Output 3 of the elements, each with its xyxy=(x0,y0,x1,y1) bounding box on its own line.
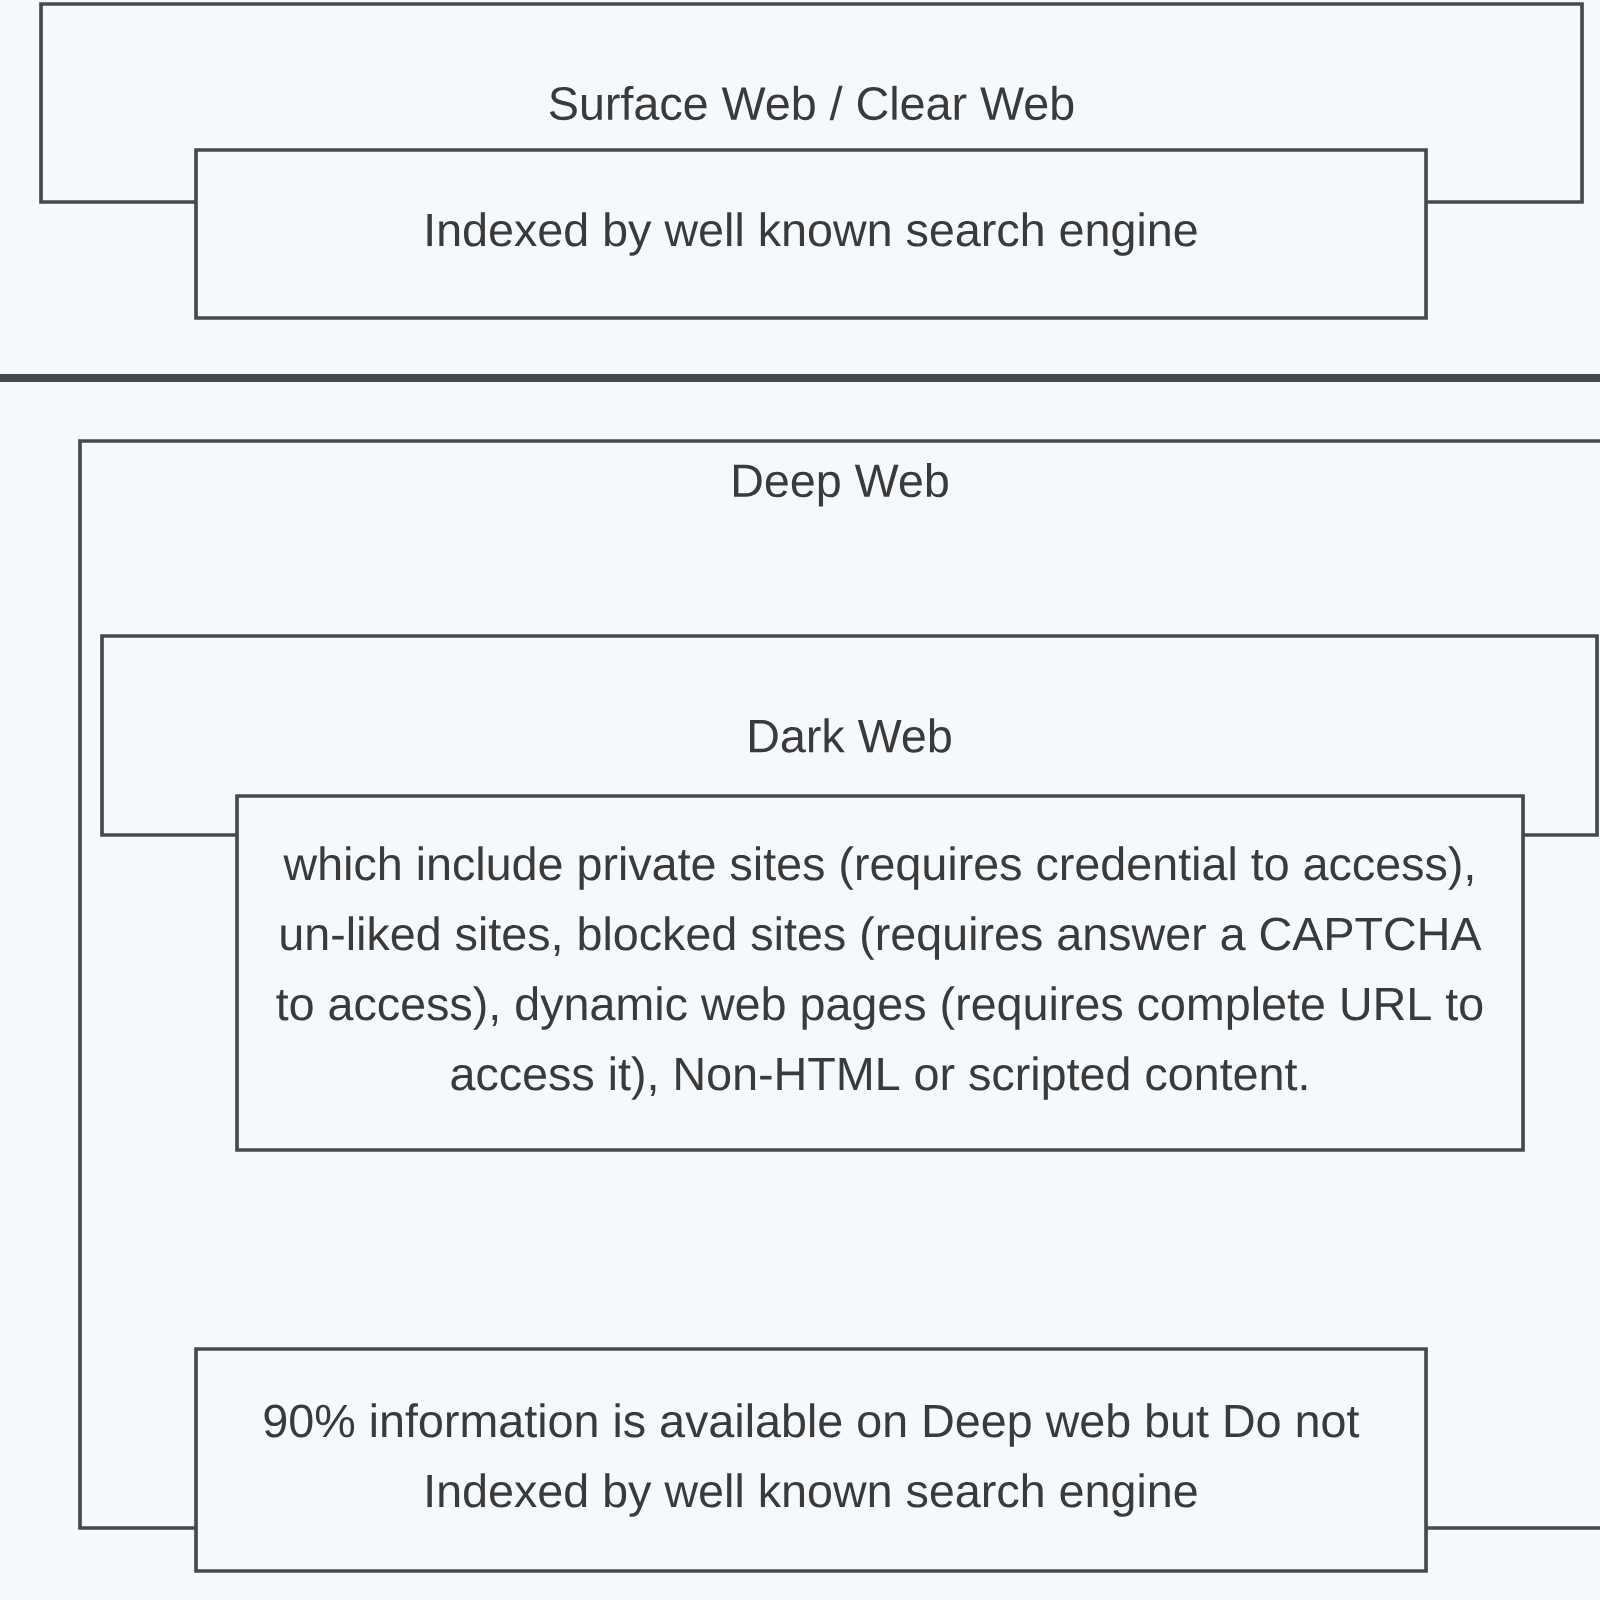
text-box: Indexed by well known search engine xyxy=(194,148,1428,320)
text-box: 90% information is available on Deep web but Do not Indexed by well known search engine xyxy=(194,1347,1428,1573)
text-box: which include private sites (requires credential to access), un-liked sites, blocked sites (requires answer a CAPTCHA to access), dynamic web pages (requires complete URL to access it), Non-HTML or scripted content. xyxy=(235,794,1525,1152)
